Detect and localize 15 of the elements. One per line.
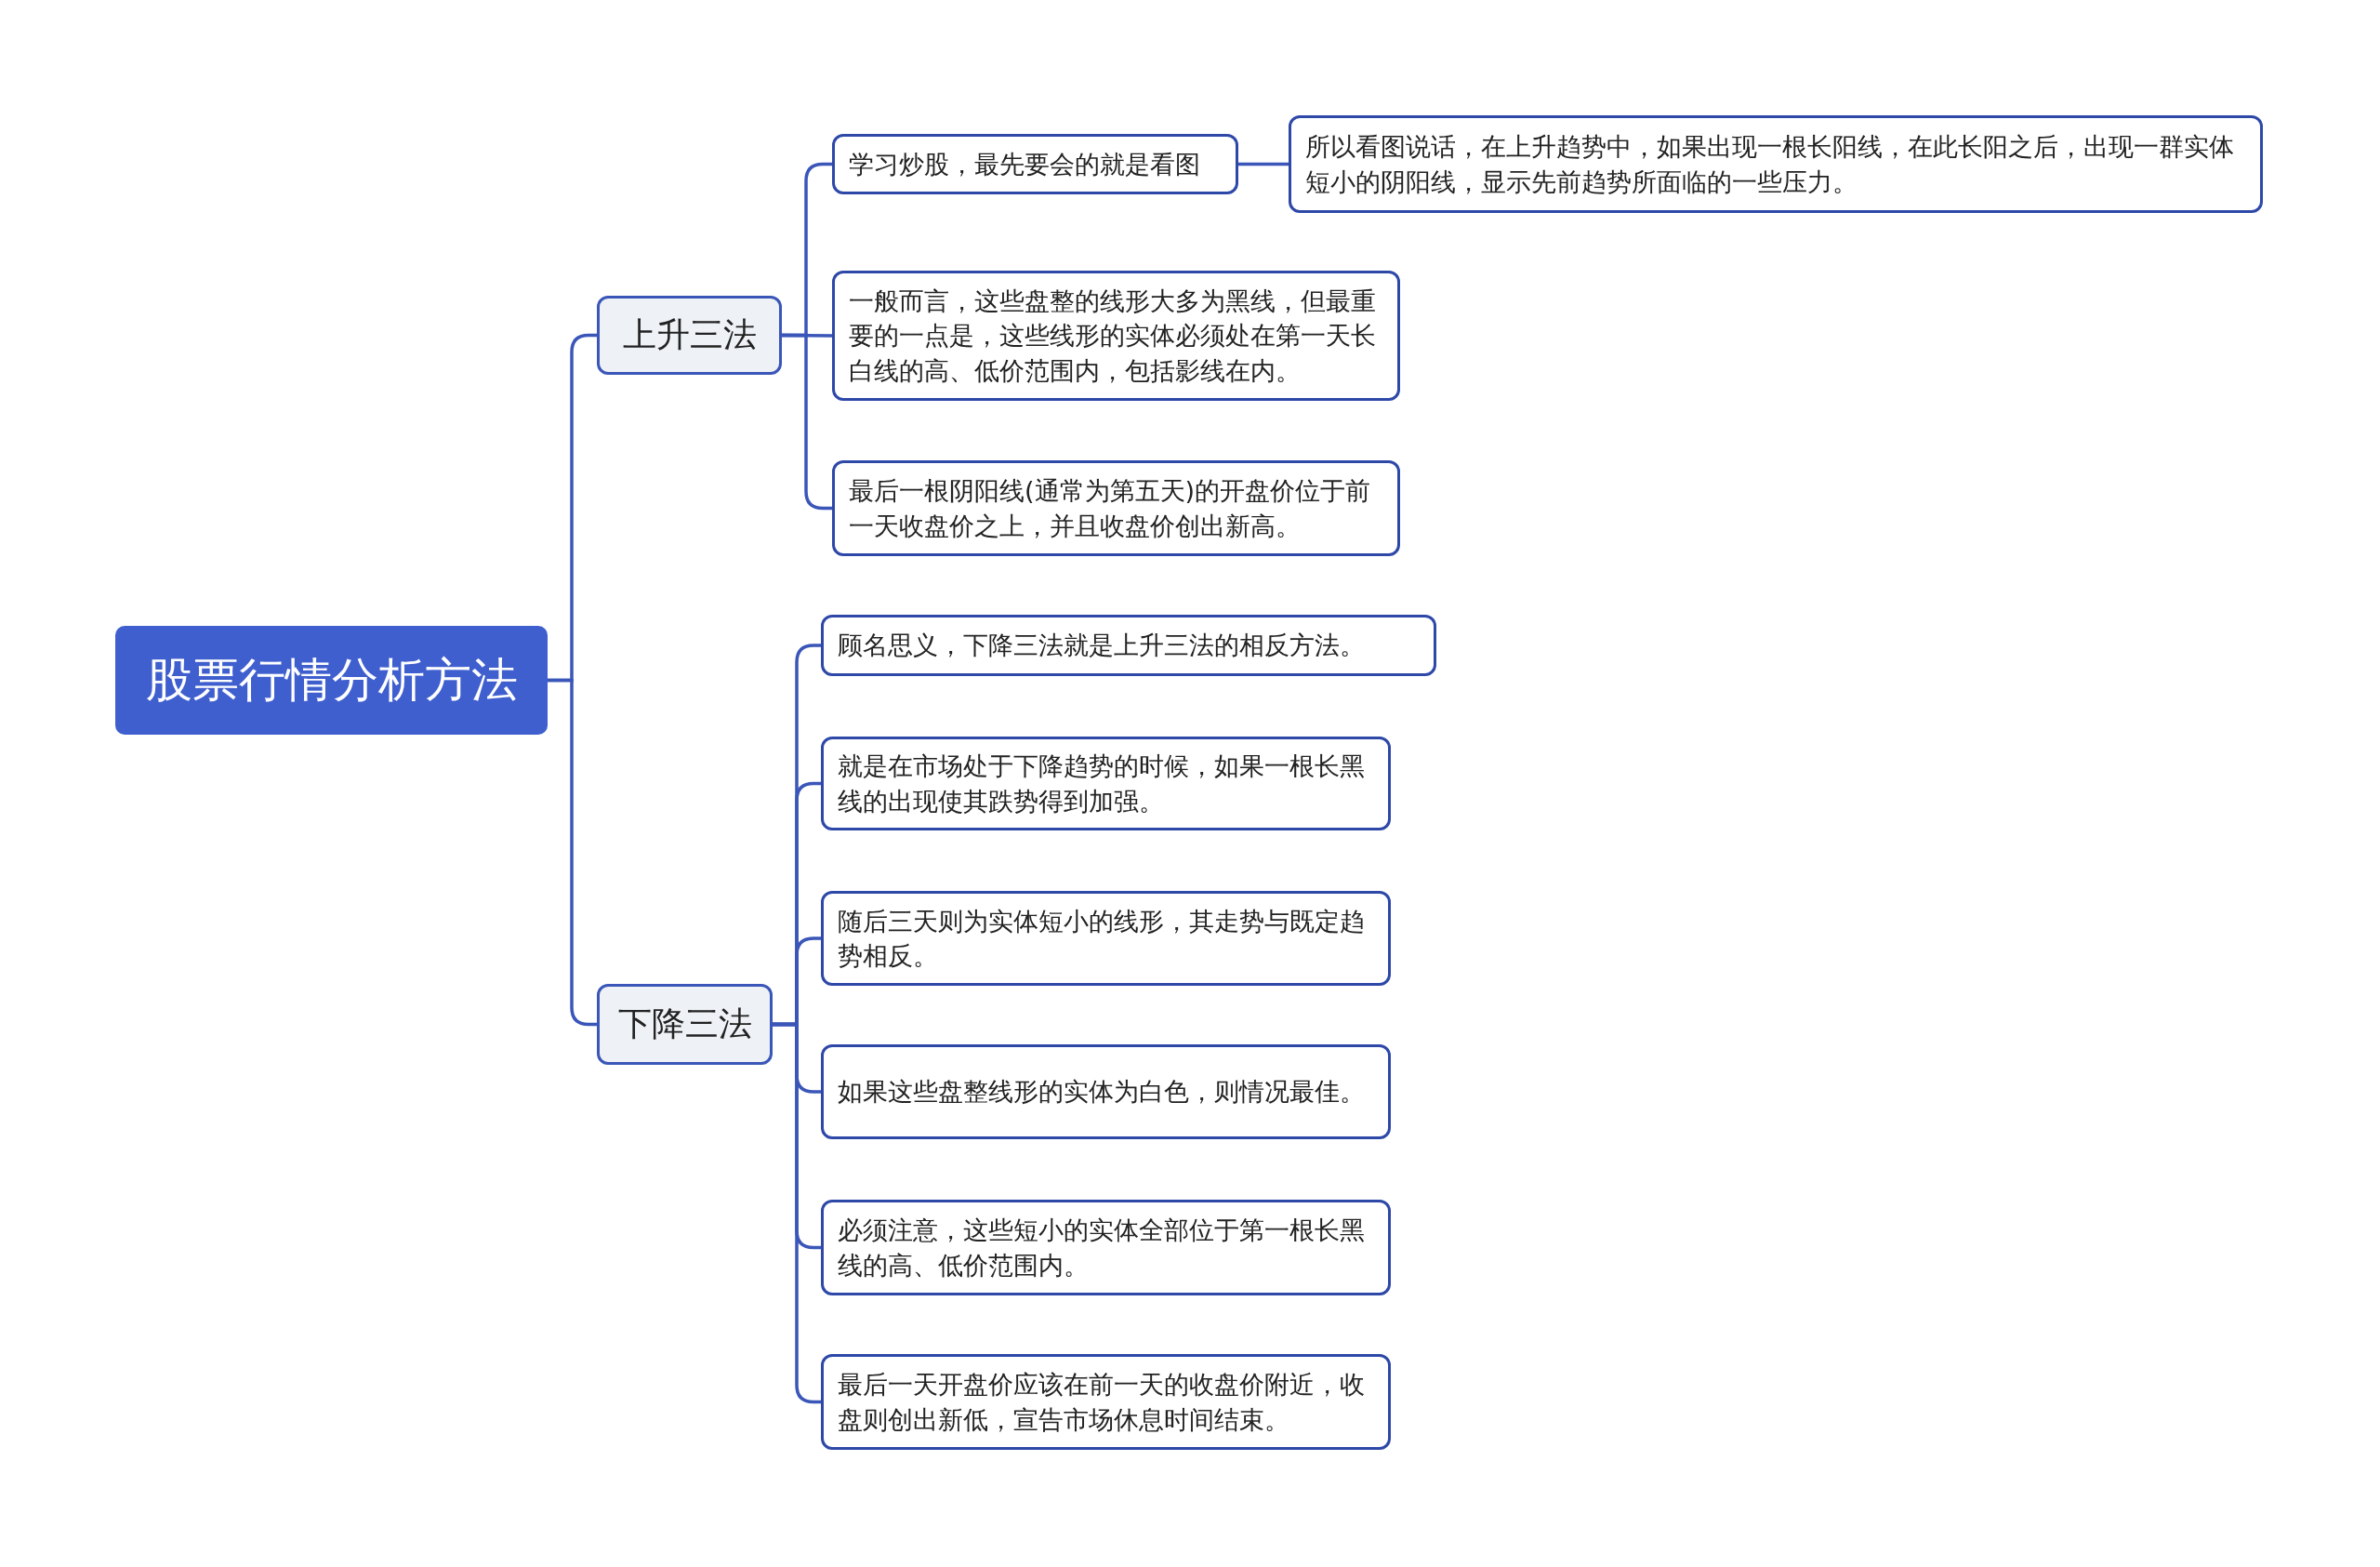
subtopic-box: 随后三天则为实体短小的线形，其走势与既定趋势相反。 <box>821 891 1391 986</box>
subtopic-box: 一般而言，这些盘整的线形大多为黑线，但最重要的一点是，这些线形的实体必须处在第一天长白线的高、低价范围内，包括影线在内。 <box>832 271 1400 401</box>
connector-line <box>1238 162 1289 166</box>
subtopic-box: 最后一根阴阳线(通常为第五天)的开盘价位于前一天收盘价之上，并且收盘价创出新高。 <box>832 460 1400 556</box>
branch-topic: 下降三法 <box>597 984 773 1065</box>
subtopic-box: 所以看图说话，在上升趋势中，如果出现一根长阳线，在此长阳之后，出现一群实体短小的阴阳线，显示先前趋势所面临的一些压力。 <box>1289 115 2263 213</box>
subtopic-box: 最后一天开盘价应该在前一天的收盘价附近，收盘则创出新低，宣告市场休息时间结束。 <box>821 1354 1391 1450</box>
subtopic-box: 就是在市场处于下降趋势的时候，如果一根长黑线的出现使其跌势得到加强。 <box>821 737 1391 830</box>
central-topic: 股票行情分析方法 <box>115 626 548 735</box>
subtopic-box: 学习炒股，最先要会的就是看图 <box>832 134 1238 194</box>
connector-line <box>773 1022 821 1404</box>
subtopic-box: 必须注意，这些短小的实体全部位于第一根长黑线的高、低价范围内。 <box>821 1200 1391 1295</box>
branch-topic: 上升三法 <box>597 296 782 375</box>
subtopic-box: 顾名思义，下降三法就是上升三法的相反方法。 <box>821 615 1436 676</box>
subtopic-box: 如果这些盘整线形的实体为白色，则情况最佳。 <box>821 1044 1391 1139</box>
